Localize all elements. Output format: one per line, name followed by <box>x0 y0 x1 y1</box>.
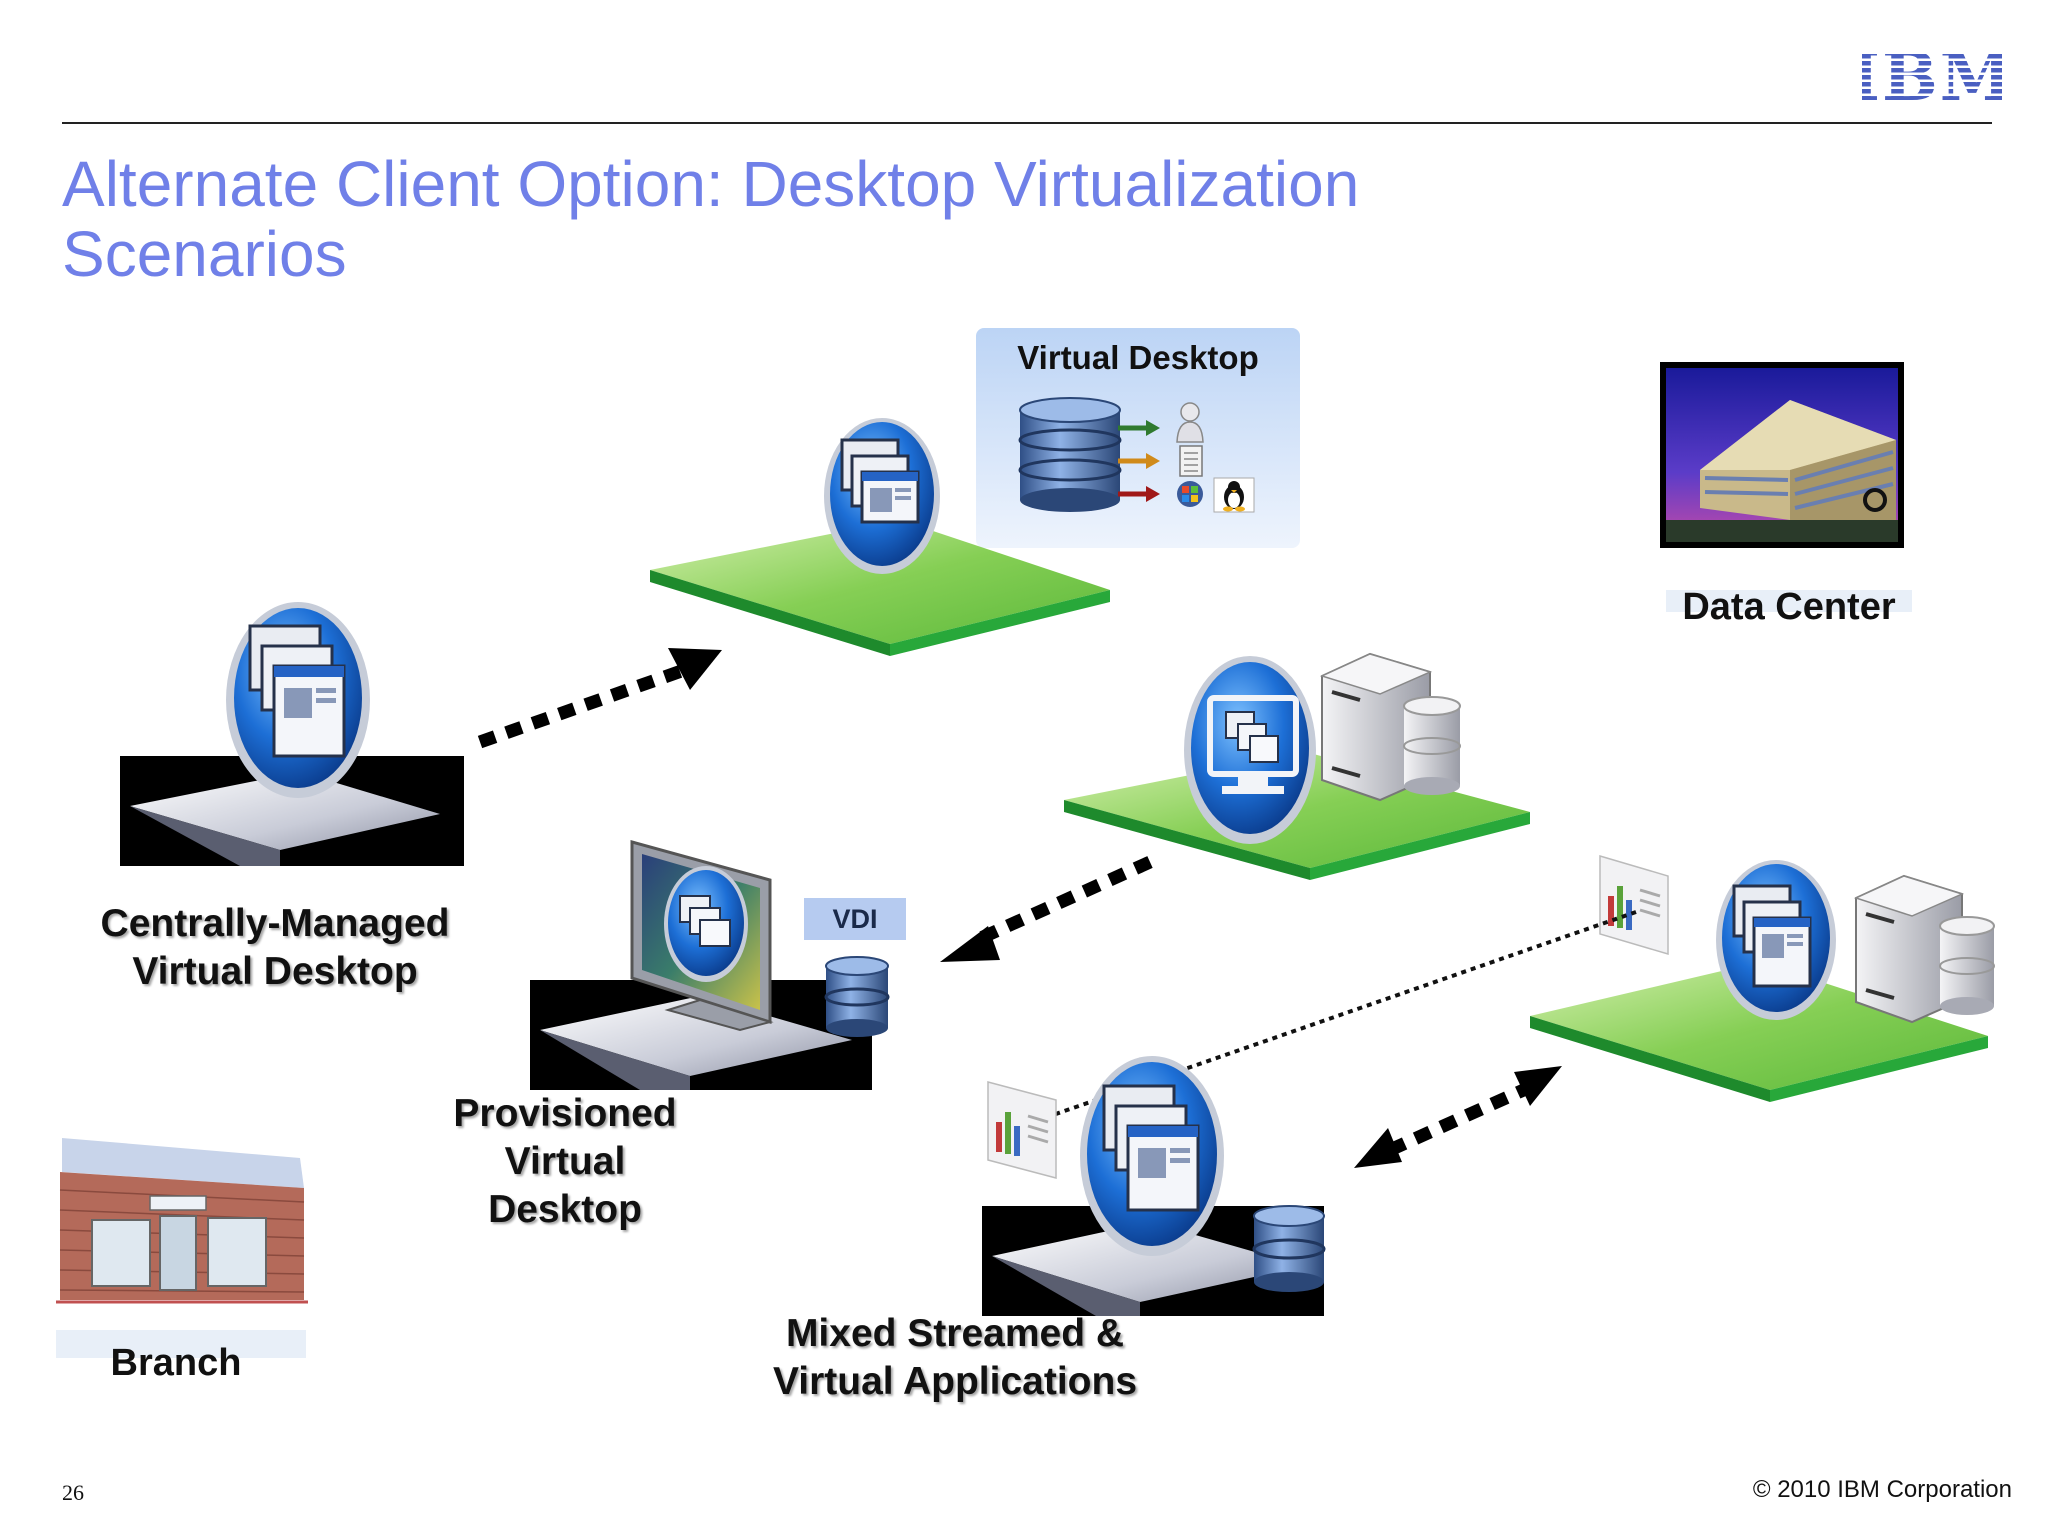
arrow-to-virtual-desktop <box>477 648 722 749</box>
branch-label: Branch <box>110 1342 242 1384</box>
windows-stack-icon <box>824 418 940 574</box>
mixed-label: Mixed Streamed & Virtual Applications <box>720 1310 1190 1406</box>
arrow-mixed-right-platform <box>1354 1066 1562 1168</box>
copyright: © 2010 IBM Corporation <box>1752 1476 2012 1503</box>
provisioned-label-line-3: Desktop <box>488 1188 642 1231</box>
database-icon <box>824 956 890 1037</box>
database-icon <box>1252 1205 1326 1292</box>
title-line-2: Scenarios <box>62 218 347 290</box>
arrow-to-provisioned <box>940 856 1153 962</box>
vdi-label: VDI <box>832 904 878 934</box>
chart-document-icon <box>1599 854 1669 956</box>
platform-right <box>1530 962 1988 1102</box>
branch-label-bg <box>56 1330 306 1358</box>
data-center-label: Data Center <box>1682 586 1896 628</box>
centrally-managed-label-line-2: Virtual Desktop <box>132 950 418 993</box>
stream-dotted-line <box>1049 910 1637 1118</box>
building-icon <box>1660 362 1904 548</box>
virtual-desktop-panel <box>976 328 1300 548</box>
database-icon <box>1018 397 1122 512</box>
page-number: 26 <box>62 1480 84 1505</box>
vdi-box <box>804 898 906 940</box>
database-icon <box>1403 696 1461 795</box>
ibm-logo: IBM <box>1849 38 2013 116</box>
header-rule <box>62 122 1992 124</box>
provisioned-label-line-2: Virtual <box>504 1140 626 1183</box>
centrally-managed-label: Centrally-Managed Virtual Desktop <box>70 900 480 996</box>
title-line-1: Alternate Client Option: Desktop Virtual… <box>62 148 1360 220</box>
database-icon <box>1939 916 1995 1015</box>
windows-stack-icon <box>1080 1056 1224 1256</box>
centrally-managed-label-line-1: Centrally-Managed <box>100 902 450 945</box>
windows-logo-icon <box>1177 481 1203 507</box>
document-icon <box>1179 445 1203 477</box>
chart-document-icon <box>987 1081 1057 1179</box>
linux-penguin-icon <box>1213 477 1255 513</box>
ibm-logo-text: IBM <box>1862 40 2002 110</box>
mixed-label-line-2: Virtual Applications <box>772 1360 1138 1403</box>
windows-stack-icon <box>1716 860 1836 1020</box>
provisioned-label: Provisioned Virtual Desktop <box>420 1090 710 1234</box>
server-icon <box>1853 874 1965 1024</box>
monitor-icon <box>1184 656 1316 844</box>
user-icon <box>1176 402 1204 443</box>
monitor-icon <box>630 840 774 1032</box>
virtual-desktop-label: Virtual Desktop <box>1017 339 1259 376</box>
provisioned-label-line-1: Provisioned <box>453 1092 677 1135</box>
provisioned-plate <box>530 980 872 1090</box>
data-center-label-bg <box>1666 590 1912 612</box>
platform-top <box>650 520 1110 656</box>
mixed-label-line-1: Mixed Streamed & <box>785 1312 1125 1355</box>
branch-store-icon <box>56 1138 308 1304</box>
windows-stack-icon <box>226 602 370 798</box>
